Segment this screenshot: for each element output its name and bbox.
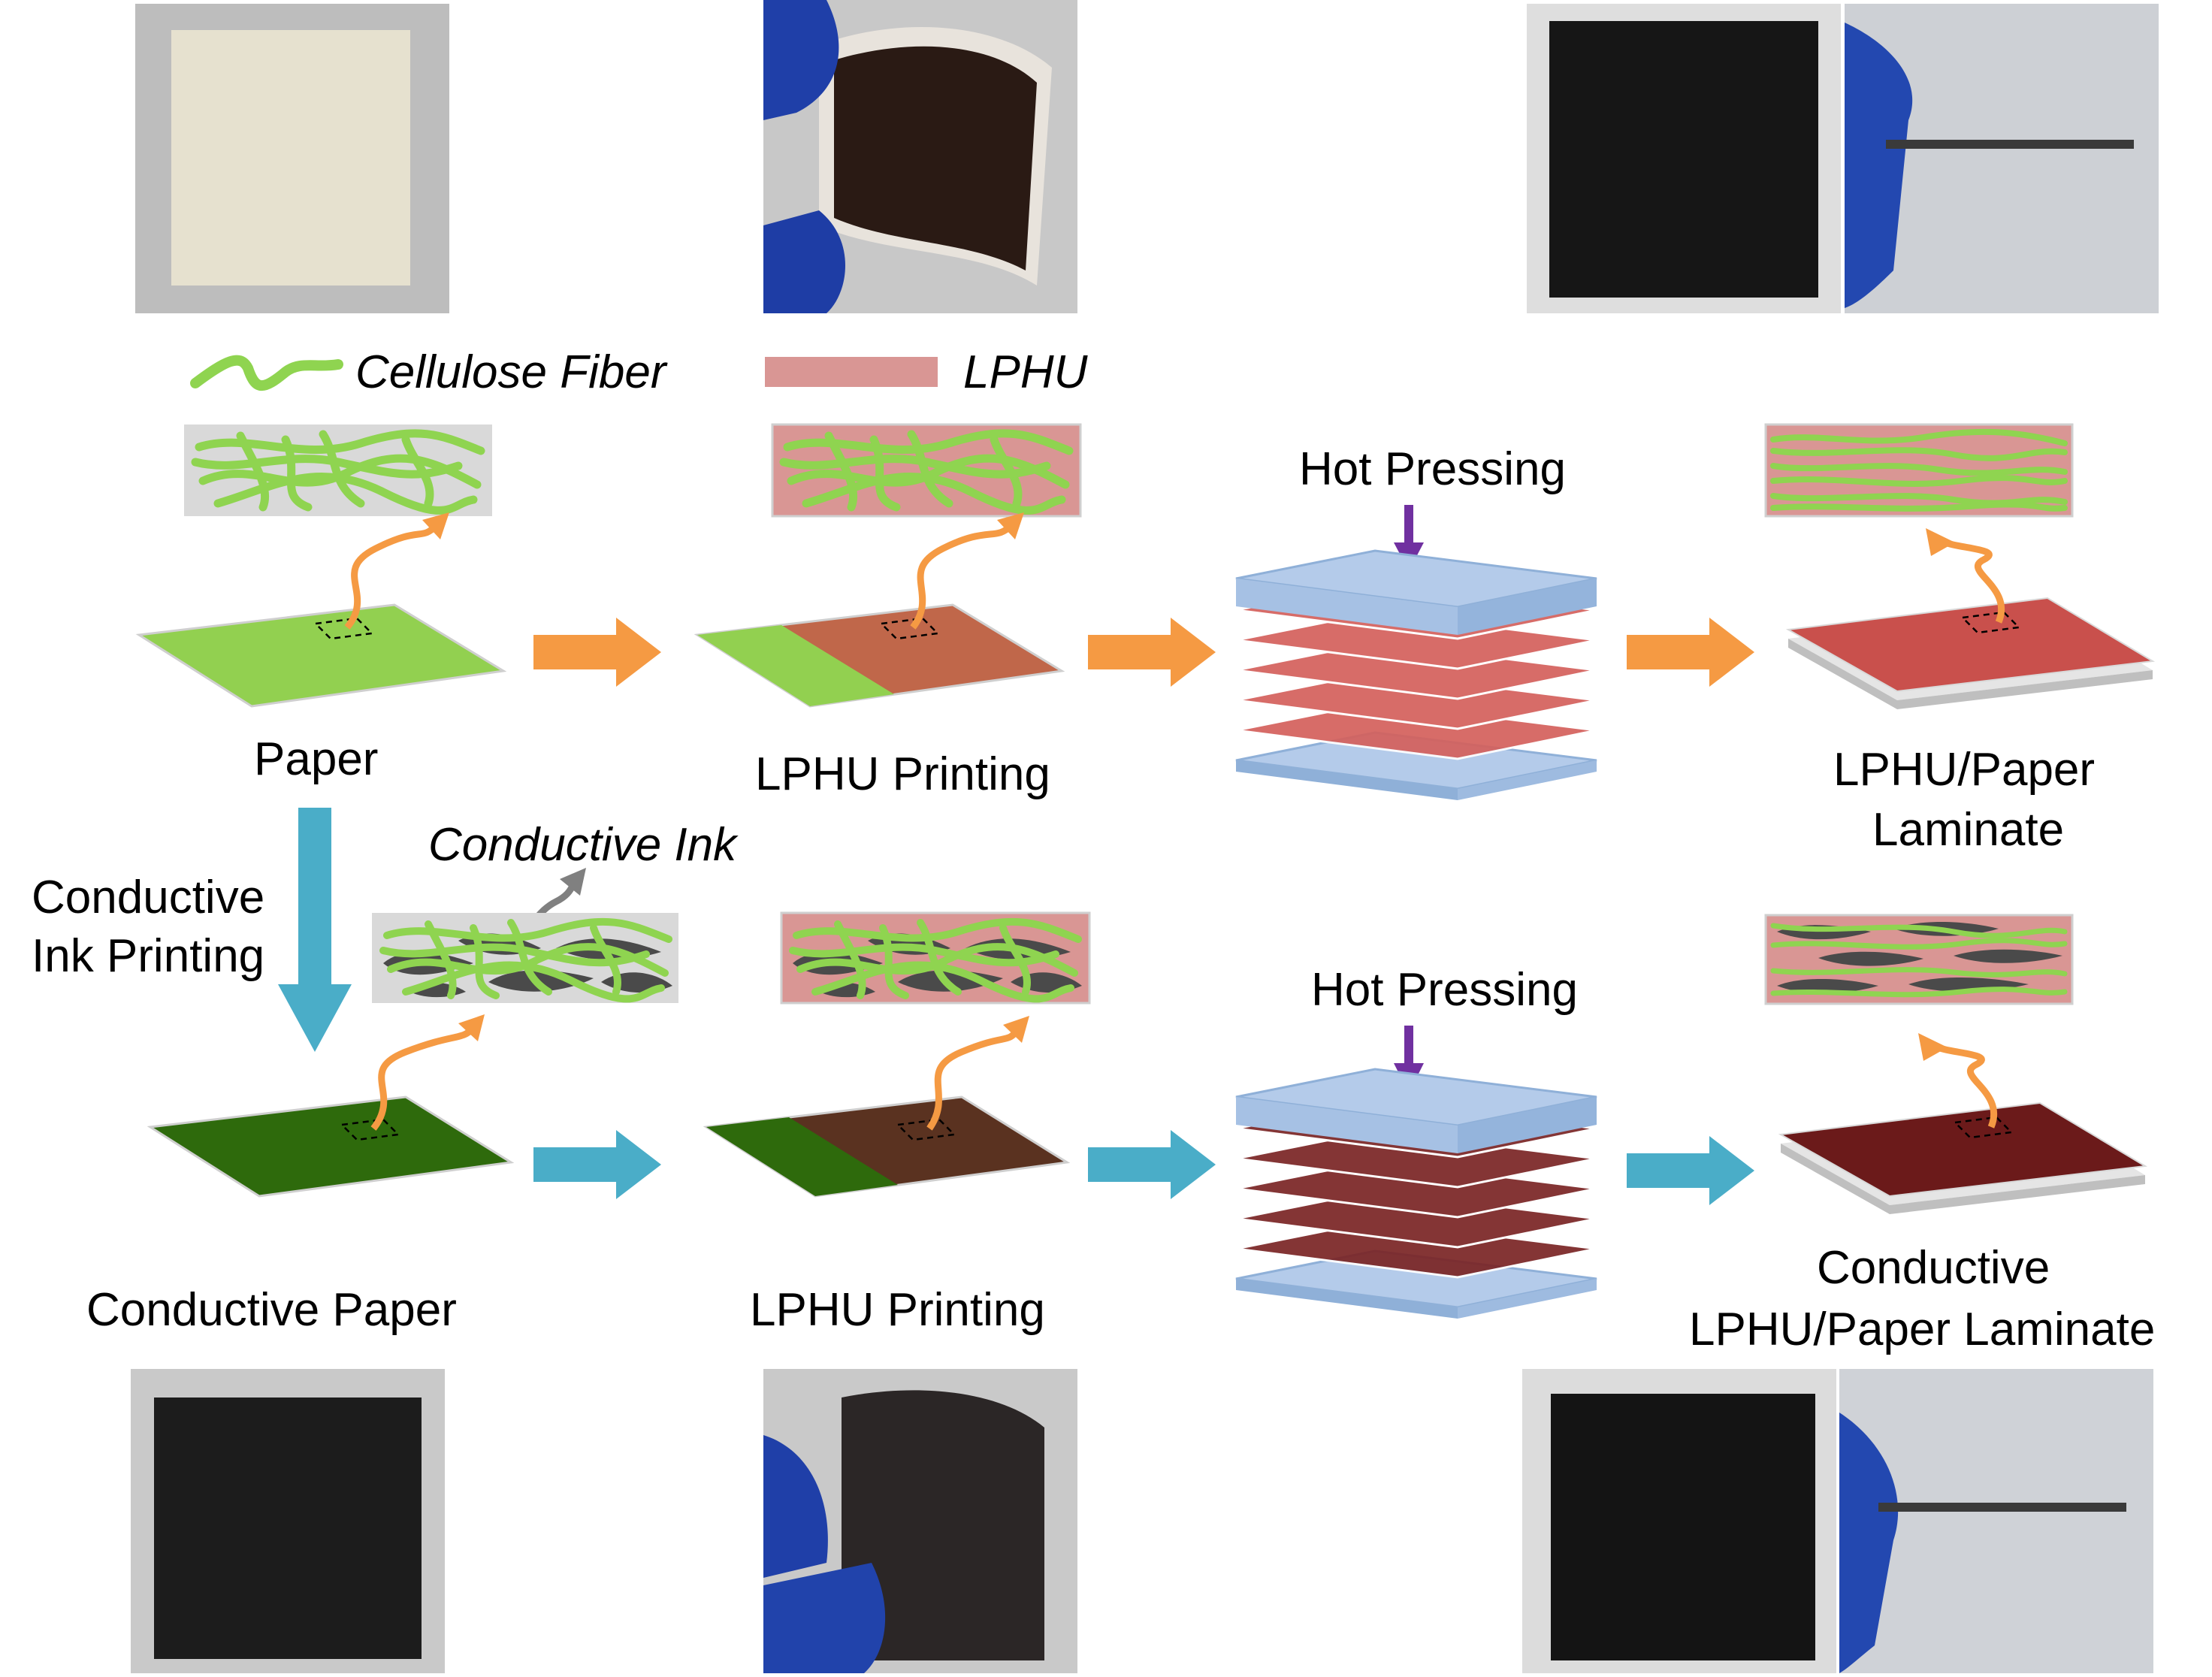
conductive-hot-pressing-label: Hot Pressing: [1311, 964, 1578, 1016]
photo-conductive-paper: [131, 1369, 445, 1677]
legend-cellulose-fiber: Cellulose Fiber: [190, 346, 668, 398]
zoom-indicator-arrow-icon: [1932, 1042, 1998, 1129]
paper-label: Paper: [254, 733, 378, 785]
legend-conductive-ink-label: Conductive Ink: [428, 819, 739, 871]
photo-lphu-printed-paper-bent: [763, 0, 1077, 313]
photo-conductive-laminate-side: [1839, 1369, 2153, 1673]
zoom-paper-fibers: [184, 425, 492, 516]
photo-conductive-laminate-top: [1522, 1369, 1836, 1673]
arrow-down-icon: [278, 808, 352, 1052]
legend-lphu: LPHU: [765, 346, 1089, 398]
conductive-laminate-sheet: [1778, 1033, 2148, 1214]
paper-sheet: [135, 512, 507, 708]
photo-laminate-side: [1845, 4, 2159, 313]
legend-lphu-label: LPHU: [963, 346, 1089, 398]
fiber-swatch-icon: [190, 355, 343, 391]
arrow-right-icon: [533, 1130, 661, 1199]
conductive-hot-press-stack: [1235, 1068, 1597, 1319]
zoom-indicator-arrow-icon: [1940, 537, 2005, 624]
zoom-laminate-layers: [1764, 423, 2074, 518]
lphu-printing-label: LPHU Printing: [755, 748, 1050, 800]
arrow-right-icon: [1088, 1130, 1216, 1199]
arrow-right-icon: [1627, 1136, 1754, 1205]
arrow-right-icon: [1627, 618, 1754, 687]
hot-press-stack: [1235, 549, 1597, 800]
zoom-indicator-arrow-icon: [344, 523, 439, 630]
arrow-right-icon: [1088, 618, 1216, 687]
conductive-ink-printing-label-line2: Ink Printing: [32, 930, 264, 982]
zoom-indicator-arrow-icon: [370, 1025, 476, 1131]
conductive-ink-printing-label-line1: Conductive: [32, 872, 264, 923]
conductive-lphu-printing-label: LPHU Printing: [750, 1284, 1045, 1336]
laminate-label-line2: Laminate: [1872, 804, 2064, 856]
photo-plain-paper: [135, 4, 449, 313]
lphu-printed-sheet: [694, 512, 1065, 708]
zoom-conductive-lphu: [780, 911, 1091, 1005]
conductive-laminate-label-line1: Conductive: [1817, 1242, 2050, 1294]
legend-cellulose-fiber-label: Cellulose Fiber: [355, 346, 668, 398]
lphu-swatch: [765, 357, 938, 387]
zoom-indicator-arrow-icon: [910, 523, 1014, 630]
laminate-sheet: [1785, 528, 2156, 709]
laminate-label-line1: LPHU/Paper: [1833, 744, 2095, 796]
hot-pressing-label: Hot Pressing: [1299, 443, 1566, 495]
conductive-lphu-printed-sheet: [703, 1016, 1071, 1198]
arrow-right-icon: [533, 618, 661, 687]
conductive-paper-sheet: [147, 1014, 515, 1198]
photo-conductive-printed-bent: [763, 1369, 1077, 1673]
zoom-indicator-arrow-icon: [926, 1027, 1021, 1131]
zoom-conductive-laminate: [1764, 914, 2074, 1005]
conductive-laminate-label-line2: LPHU/Paper Laminate: [1689, 1304, 2155, 1355]
conductive-paper-label: Conductive Paper: [86, 1284, 457, 1336]
zoom-lphu-fibers: [771, 423, 1082, 518]
photo-laminate-top: [1527, 4, 1841, 313]
zoom-conductive-paper: [372, 913, 678, 1003]
